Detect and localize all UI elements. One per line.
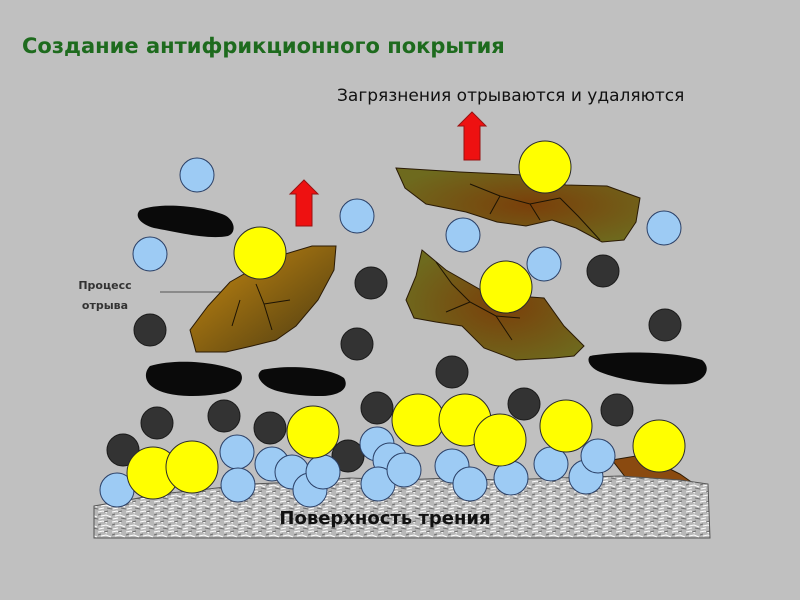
blue-particle [386, 452, 422, 488]
yellow-particle [286, 405, 340, 459]
blue-particle [305, 454, 341, 490]
slide-title: Создание антифрикционного покрытия [22, 34, 505, 58]
dark-particle [140, 406, 174, 440]
blue-particles [99, 157, 682, 508]
dark-particles [106, 254, 682, 473]
yellow-particle [391, 393, 445, 447]
blue-particle [219, 434, 255, 470]
blue-particle [179, 157, 215, 193]
up-arrow-right [456, 111, 488, 161]
dark-particle [586, 254, 620, 288]
yellow-particle [233, 226, 287, 280]
dark-particle [207, 399, 241, 433]
dark-particle [600, 393, 634, 427]
yellow-particle [518, 140, 572, 194]
dark-particle [253, 411, 287, 445]
friction-surface-label: Поверхность трения [279, 508, 491, 529]
up-arrow-left [288, 179, 320, 227]
dark-particle [133, 313, 167, 347]
yellow-particle [165, 440, 219, 494]
dark-particle [648, 308, 682, 342]
yellow-particle [473, 413, 527, 467]
blue-particle [339, 198, 375, 234]
dark-particle [435, 355, 469, 389]
yellow-particle [539, 399, 593, 453]
blue-particle [646, 210, 682, 246]
black-flake [137, 205, 234, 238]
yellow-particle [479, 260, 533, 314]
contaminant-flake [395, 167, 641, 243]
detachment-process-label: Процесс отрыва [60, 276, 150, 316]
detachment-label-line-1: Процесс [78, 279, 132, 292]
black-flakes [137, 205, 707, 396]
dark-particle [507, 387, 541, 421]
yellow-particle [632, 419, 686, 473]
blue-particle [580, 438, 616, 474]
blue-particle [220, 467, 256, 503]
flake-crack [435, 261, 521, 341]
contaminant-flake [189, 245, 337, 353]
black-flake [588, 352, 707, 385]
dark-particle [354, 266, 388, 300]
detachment-label-line-2: отрыва [81, 299, 129, 312]
flake-crack [469, 183, 601, 241]
dark-particle [331, 439, 365, 473]
black-flake [258, 367, 346, 396]
blue-particle [445, 217, 481, 253]
removal-caption: Загрязнения отрываются и удаляются [337, 86, 685, 106]
contaminant-flakes [189, 167, 702, 495]
black-flake [145, 361, 242, 396]
dark-particle [106, 433, 140, 467]
dark-particle [360, 391, 394, 425]
yellow-particles [126, 140, 686, 500]
blue-particle [452, 466, 488, 502]
blue-particle [132, 236, 168, 272]
flake-crack [231, 283, 291, 331]
blue-particle [526, 246, 562, 282]
dark-particle [340, 327, 374, 361]
